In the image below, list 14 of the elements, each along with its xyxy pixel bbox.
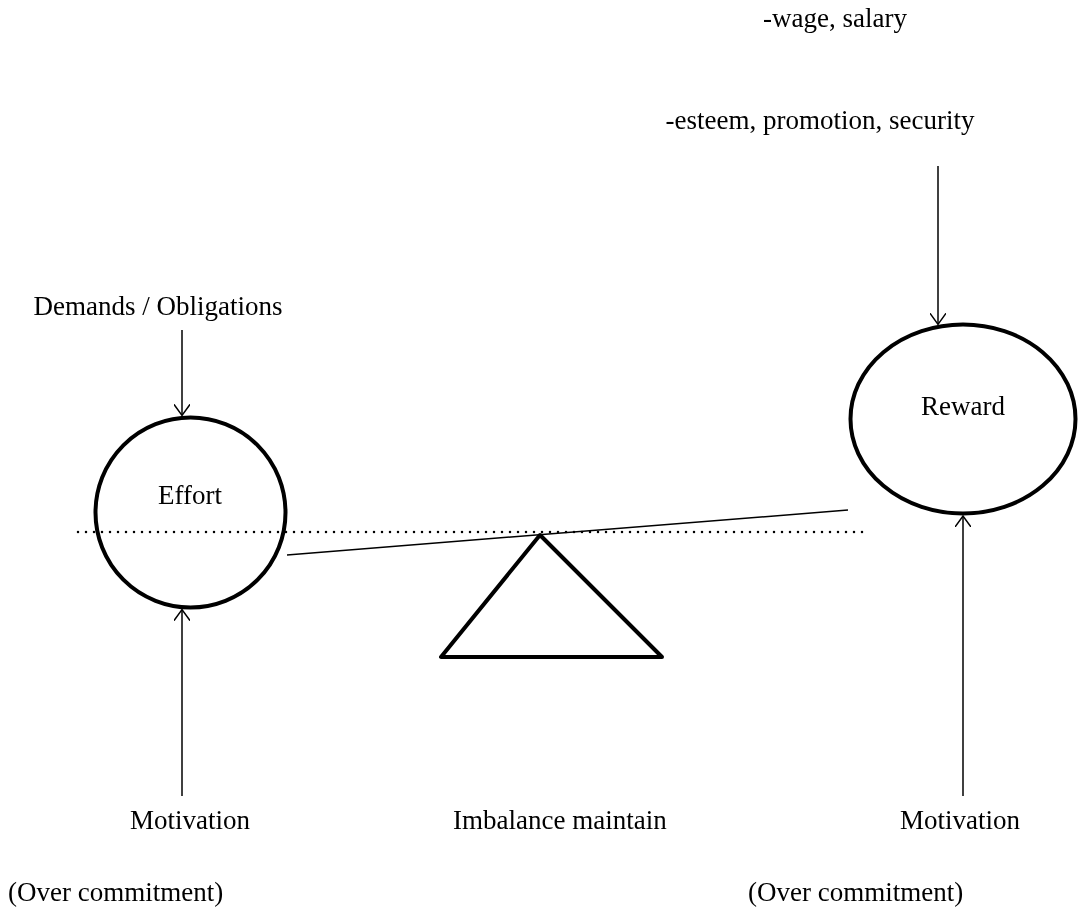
reward-item-text: -esteem, promotion, security xyxy=(665,106,975,136)
caption-text: (Over commitment) xyxy=(8,878,224,908)
circle-label: Reward xyxy=(921,392,1005,422)
arrow xyxy=(173,329,191,417)
text-label: Demands / Obligations xyxy=(33,292,283,322)
text-label: Motivation xyxy=(900,806,1020,836)
caption-text: (Over commitment) xyxy=(748,878,964,908)
reward-item-text: -wage, salary xyxy=(763,4,907,34)
arrow xyxy=(929,165,947,326)
text-label: Motivation xyxy=(130,806,250,836)
circle-label: Effort xyxy=(158,481,222,511)
caption-text: Imbalance maintain xyxy=(453,806,667,836)
arrow xyxy=(954,515,972,797)
arrow xyxy=(173,608,191,797)
